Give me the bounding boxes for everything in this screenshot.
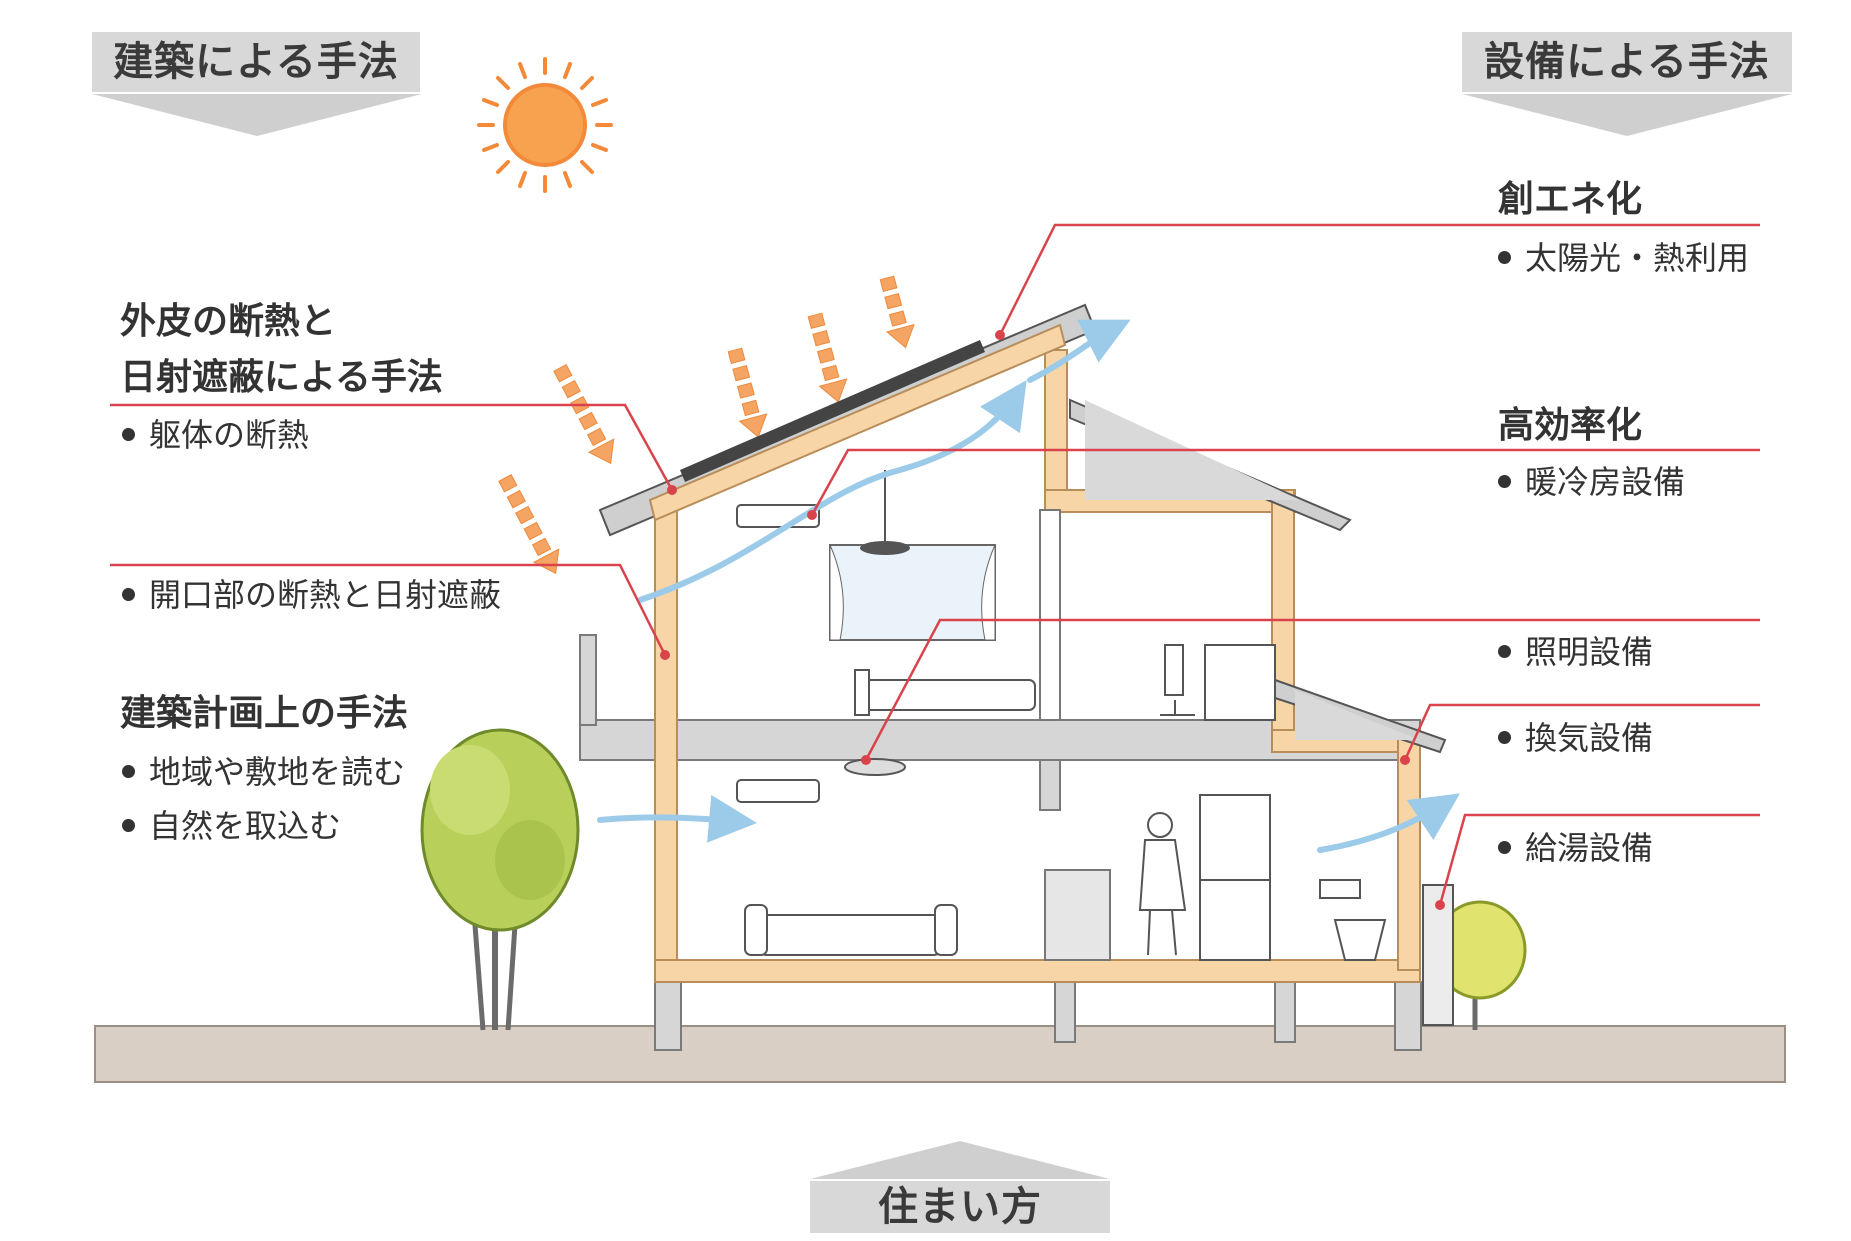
interior: [1039, 509, 1111, 961]
toilet: [1319, 879, 1387, 961]
header-architecture: 建築による手法: [92, 32, 420, 92]
planning-title: 建築計画上の手法: [120, 693, 409, 734]
item-nature: 自然を取込む: [122, 806, 341, 846]
main-roof: [598, 303, 1097, 537]
sun-icon: [477, 57, 613, 193]
ground: [94, 1025, 1786, 1083]
item-lighting: 照明設備: [1498, 632, 1653, 672]
item-opening-insulation: 開口部の断熱と日射遮蔽: [122, 575, 501, 615]
arrow-equipment: [1462, 94, 1792, 136]
upstairs-window: [829, 470, 996, 641]
envelope-title-line2: 日射遮蔽による手法: [120, 357, 443, 398]
solar-radiation-arrows: [498, 275, 915, 575]
leader-dots: [660, 330, 1445, 910]
desk-chair: [1160, 644, 1276, 721]
ac-unit-lower: [736, 779, 820, 803]
person: [1138, 812, 1187, 956]
item-hvac: 暖冷房設備: [1498, 462, 1685, 502]
item-solar: 太陽光・熱利用: [1498, 238, 1749, 278]
item-site: 地域や敷地を読む: [122, 752, 405, 792]
item-hotwater: 給湯設備: [1498, 828, 1653, 868]
header-equipment: 設備による手法: [1462, 32, 1792, 92]
arrow-living: [810, 1141, 1110, 1179]
ground-floor-insulation: [654, 959, 1421, 983]
item-ventilation: 換気設備: [1498, 718, 1653, 758]
arrow-architecture: [92, 94, 422, 136]
leader-lines: [110, 223, 1760, 906]
tree-left: [420, 728, 580, 1031]
energy-title: 創エネ化: [1498, 179, 1643, 220]
efficiency-title: 高効率化: [1498, 405, 1643, 446]
item-body-insulation: 躯体の断熱: [122, 415, 309, 455]
sofa: [744, 904, 958, 956]
header-living: 住まい方: [810, 1181, 1110, 1233]
fridge: [1199, 794, 1271, 961]
envelope-title-line1: 外皮の断熱と: [120, 301, 337, 342]
airflow-arrows: [597, 319, 1460, 853]
balcony-wall: [579, 634, 597, 726]
ceiling-light: [844, 758, 906, 776]
bed: [854, 669, 1036, 716]
